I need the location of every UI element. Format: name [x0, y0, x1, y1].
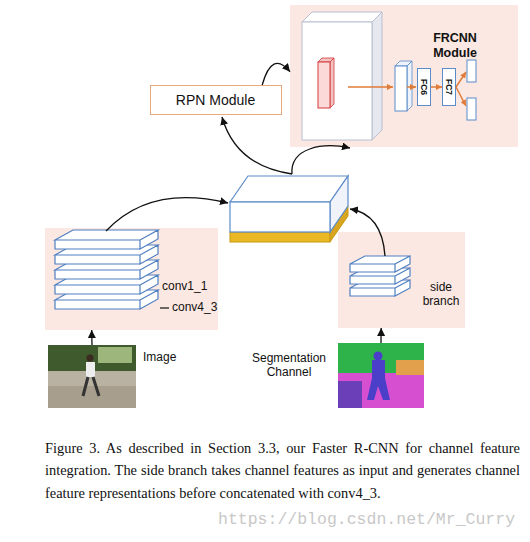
concat-block-front [230, 202, 330, 232]
module-box: RPN Module [150, 85, 282, 115]
seg-patch [338, 381, 362, 408]
branch-panel: side branch [338, 232, 465, 328]
photo-person-head [87, 355, 94, 362]
arrow-connector [380, 328, 381, 343]
module-title: FRCNN Module [423, 31, 487, 61]
concat-block-top [230, 176, 348, 202]
channel-feature-layer [230, 232, 330, 242]
photo-person-legs [83, 377, 99, 396]
watermark: https://blog.csdn.net/Mr_Curry [218, 510, 515, 529]
seg-background [338, 343, 424, 408]
seg-person-head [374, 352, 383, 361]
photo-ground [48, 386, 136, 408]
layer-name: FC6 [418, 69, 430, 105]
backbone-panel: conv1_1 conv4_3 [45, 228, 218, 330]
fc-layer-box: FC7 [442, 68, 456, 106]
arrow-connector [431, 86, 442, 88]
input-name: Segmentation Channel [246, 351, 332, 379]
input-name: Image [143, 350, 176, 364]
layer-name: FC7 [443, 69, 455, 105]
figure-caption: Figure 3. As described in Section 3.3, o… [45, 437, 520, 504]
concat-block-side [330, 176, 348, 232]
photo-trees [48, 345, 136, 371]
flow-arrow [222, 117, 292, 174]
layer-name: conv1_1 [162, 279, 207, 293]
photo-background [48, 345, 136, 408]
arrow-connector [91, 330, 93, 345]
module-title: RPN Module [151, 86, 280, 113]
seg-patch [396, 360, 424, 375]
branch-name: side branch [418, 280, 464, 308]
photo-foliage [98, 347, 132, 363]
flow-arrow [106, 198, 228, 231]
layer-name: conv4_3 [172, 300, 217, 314]
module-panel: FRCNN ModuleFC6 FC7 [290, 5, 518, 147]
fc-layer-box: FC6 [417, 68, 431, 106]
input-photo: Image [48, 345, 136, 408]
input-photo: Segmentation Channel [338, 343, 424, 408]
arrow-connector [262, 63, 290, 85]
seg-vegetation [338, 343, 424, 373]
photo-person-body [86, 362, 95, 377]
seg-person-body [367, 360, 390, 400]
flow-arrow [292, 146, 350, 174]
